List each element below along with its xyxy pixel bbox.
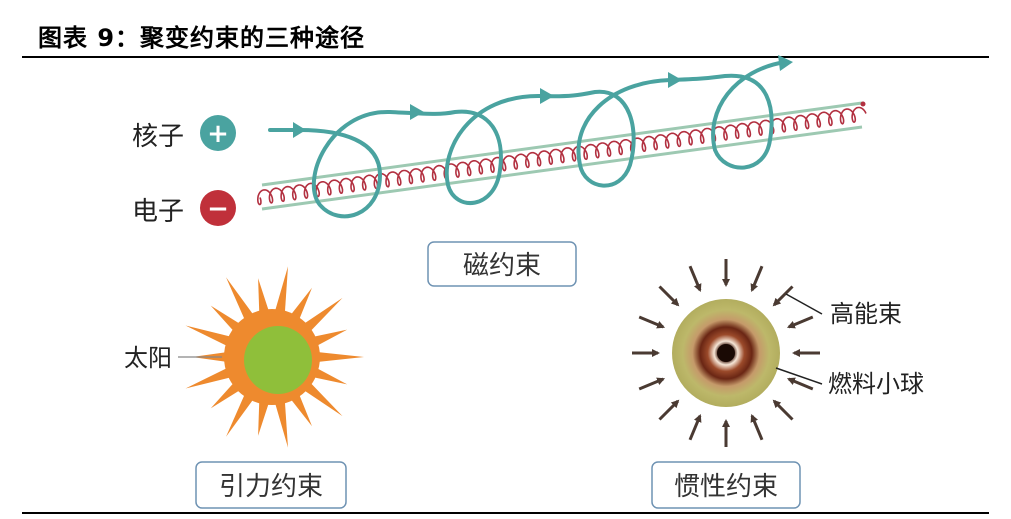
figure-title: 图表 9：聚变约束的三种途径	[38, 24, 366, 52]
beam-arrows	[632, 259, 820, 447]
pellet-pointer	[775, 367, 823, 385]
sun-ray	[226, 277, 256, 324]
spiral-arrow-5	[778, 55, 793, 71]
electron-helix	[256, 106, 867, 206]
inertial-box	[651, 461, 801, 509]
spiral-arrow-3	[540, 88, 554, 104]
sun-ray	[185, 366, 235, 389]
beam-arrow	[658, 399, 680, 421]
magnetic-box-label: 磁约束	[463, 251, 541, 281]
field-line-bottom	[261, 125, 863, 211]
spiral-arrow-2	[410, 104, 424, 120]
sun-ray	[226, 390, 256, 437]
sun-ray	[300, 297, 343, 335]
spiral-arrow-4	[668, 72, 682, 88]
top-rule	[22, 56, 989, 58]
beam-arrow	[688, 265, 702, 293]
nucleus-label: 核子	[132, 122, 184, 152]
sun-ray	[258, 278, 271, 317]
bottom-rule	[22, 512, 989, 514]
beam-arrow	[750, 413, 764, 441]
pellet-label: 燃料小球	[828, 370, 924, 398]
beam-pointer	[785, 293, 823, 315]
nucleus-particle	[200, 115, 236, 151]
inertial-confinement: 高能束 燃料小球 惯性约束	[632, 259, 924, 509]
magnetic-confinement: 核子 + 电子 − 磁约束	[132, 55, 867, 287]
sun-ray	[300, 379, 343, 417]
sun-core	[244, 326, 312, 394]
beam-arrow	[688, 413, 702, 441]
sun-ray	[313, 351, 364, 363]
sun-ray	[185, 325, 235, 348]
beam-arrow	[786, 377, 814, 391]
nucleus-sign: +	[207, 119, 229, 149]
fuel-pellet-center	[717, 344, 735, 362]
beam-label: 高能束	[830, 300, 902, 328]
beam-arrow	[638, 315, 666, 329]
beam-arrow	[638, 377, 666, 391]
sun-ray	[273, 266, 288, 317]
beam-arrow	[772, 285, 794, 307]
nucleus-spiral	[268, 60, 787, 219]
electron-label: 电子	[132, 197, 184, 227]
gravitational-confinement: 太阳 引力约束	[124, 266, 364, 509]
magnetic-box	[427, 241, 577, 287]
electron-sign: −	[207, 194, 229, 224]
sun-ray	[258, 397, 271, 436]
beam-arrow	[658, 285, 680, 307]
electron-helix-end	[860, 101, 866, 107]
inertial-box-label: 惯性约束	[674, 472, 778, 502]
beam-arrow	[772, 399, 794, 421]
sun-ray	[309, 366, 348, 385]
sun-ray	[309, 329, 348, 348]
spiral-arrow-1	[293, 122, 306, 138]
sun-ray	[273, 397, 288, 448]
gravitational-box-label: 引力约束	[219, 472, 323, 502]
gravitational-box	[195, 461, 347, 509]
field-line-top	[261, 101, 863, 187]
electron-particle	[200, 190, 236, 226]
beam-arrow	[786, 315, 814, 329]
sun-label: 太阳	[124, 344, 172, 372]
beam-arrow	[750, 265, 764, 293]
